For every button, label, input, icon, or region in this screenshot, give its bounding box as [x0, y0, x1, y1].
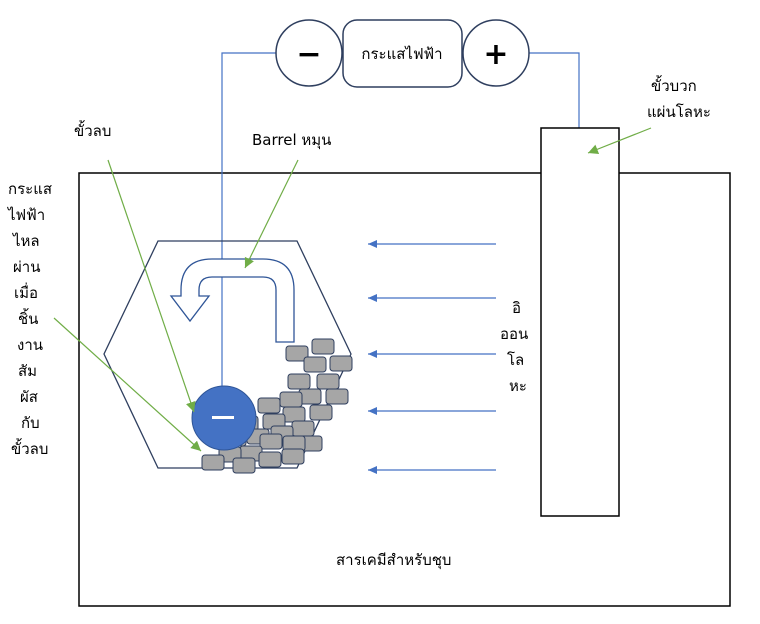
cathode-pointer [107, 159, 196, 413]
rotation-arrow [169, 258, 295, 343]
workpiece [258, 451, 282, 468]
current-flow-line: งาน [17, 336, 43, 354]
current-flow-line: ขั้วลบ [11, 438, 48, 458]
metal-ions-line: ออน [500, 325, 528, 343]
metal-ions-line: หะ [509, 377, 527, 395]
barrel-rotate-label: Barrel หมุน [252, 131, 331, 150]
workpiece [303, 356, 327, 373]
barrel [103, 240, 352, 469]
negative-wire [221, 52, 276, 412]
positive-terminal [462, 19, 530, 87]
current-flow-line: ผัส [20, 388, 38, 406]
workpiece [279, 391, 303, 408]
anode-label-line-1: ขั้วบวก [651, 75, 697, 95]
workpiece [325, 388, 349, 405]
workpiece [316, 373, 340, 390]
anode-label-line-2: แผ่นโลหะ [647, 103, 711, 121]
anode-plate [540, 127, 620, 517]
current-flow-line: กระแส [8, 180, 52, 198]
current-flow-line: ผ่าน [13, 258, 40, 276]
bath-label: สารเคมีสำหรับชุบ [336, 551, 451, 570]
positive-wire [529, 52, 580, 128]
ion-arrows [368, 240, 496, 474]
anode-pointer [587, 127, 652, 154]
current-label: กระแสไฟฟ้า [361, 45, 442, 63]
positive-symbol: + [483, 37, 508, 72]
metal-ions-label: อิ ออน โล หะ [500, 299, 528, 395]
pointers [53, 127, 652, 452]
workpiece [329, 355, 353, 372]
workpiece [282, 406, 306, 423]
current-flow-line: กับ [21, 414, 40, 432]
metal-ions-line: โล [507, 351, 524, 369]
current-flow-line: สัม [18, 362, 37, 380]
current-flow-line: ชิ้น [18, 308, 38, 328]
workpiece [287, 373, 311, 390]
cathode-label: ขั้วลบ [74, 120, 111, 140]
current-box [342, 19, 463, 88]
negative-terminal [275, 19, 343, 87]
workpiece [309, 404, 333, 421]
workpiece [311, 338, 335, 355]
contact-pointer [53, 317, 202, 452]
current-flow-line: ไฟฟ้า [7, 206, 45, 224]
metal-ions-line: อิ [512, 299, 521, 317]
workpiece [291, 420, 315, 437]
workpiece [201, 454, 225, 471]
workpiece [259, 433, 283, 450]
power-source: − กระแสไฟฟ้า + [275, 19, 530, 88]
workpiece [257, 397, 281, 414]
workpiece [232, 457, 256, 474]
negative-symbol: − [296, 37, 321, 72]
barrel-pointer [244, 159, 299, 269]
current-flow-label: กระแส ไฟฟ้า ไหล ผ่าน เมื่อ ชิ้น งาน สัม … [7, 180, 52, 458]
cathode-minus-sign [212, 416, 234, 419]
plating-tank [78, 172, 731, 607]
workpiece [285, 345, 309, 362]
current-flow-line: ไหล [12, 232, 40, 250]
current-flow-line: เมื่อ [14, 282, 38, 302]
workpiece [281, 448, 305, 465]
